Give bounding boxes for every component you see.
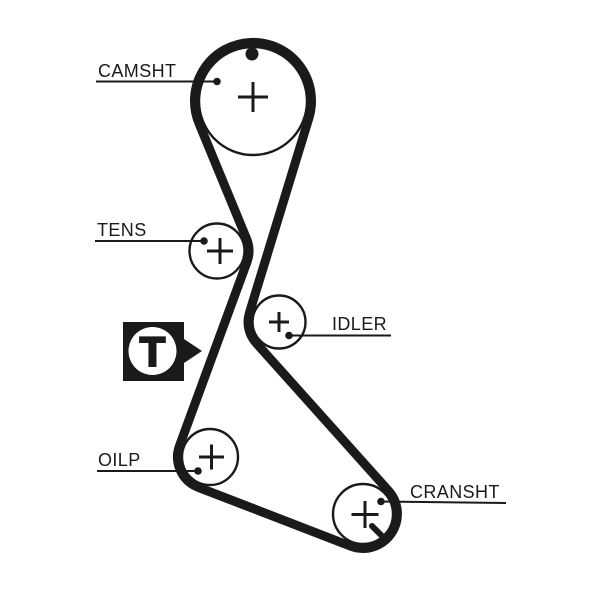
camshaft-label: CAMSHT [98,61,176,81]
oil-pump-label: OILP [98,450,141,470]
camshaft-leader-dot [213,77,221,86]
crankshaft-label: CRANSHT [410,482,500,502]
tension-marker-arrow-icon [184,339,202,363]
tensioner-label: TENS [97,220,147,240]
tensioner-center-mark [207,238,233,264]
tension-marker-icon: T [123,322,202,381]
idler-label: IDLER [332,314,387,334]
crankshaft-leader-line [380,500,507,504]
oil-pump-leader-dot [194,467,202,475]
oil-pump-center-mark [199,444,224,470]
camshaft-center-mark [238,82,268,112]
crankshaft-center-mark [351,501,379,528]
timing-belt [173,37,402,553]
crankshaft-key-mark-icon [369,523,386,540]
idler-leader-dot [285,331,293,340]
tensioner-leader-dot [200,237,208,245]
crankshaft-leader-dot [377,497,385,506]
camshaft-timing-mark-dot-icon [245,47,259,61]
tension-marker-circle [128,327,177,375]
tension-marker-letter: T [140,328,166,375]
idler-center-mark [269,312,289,332]
